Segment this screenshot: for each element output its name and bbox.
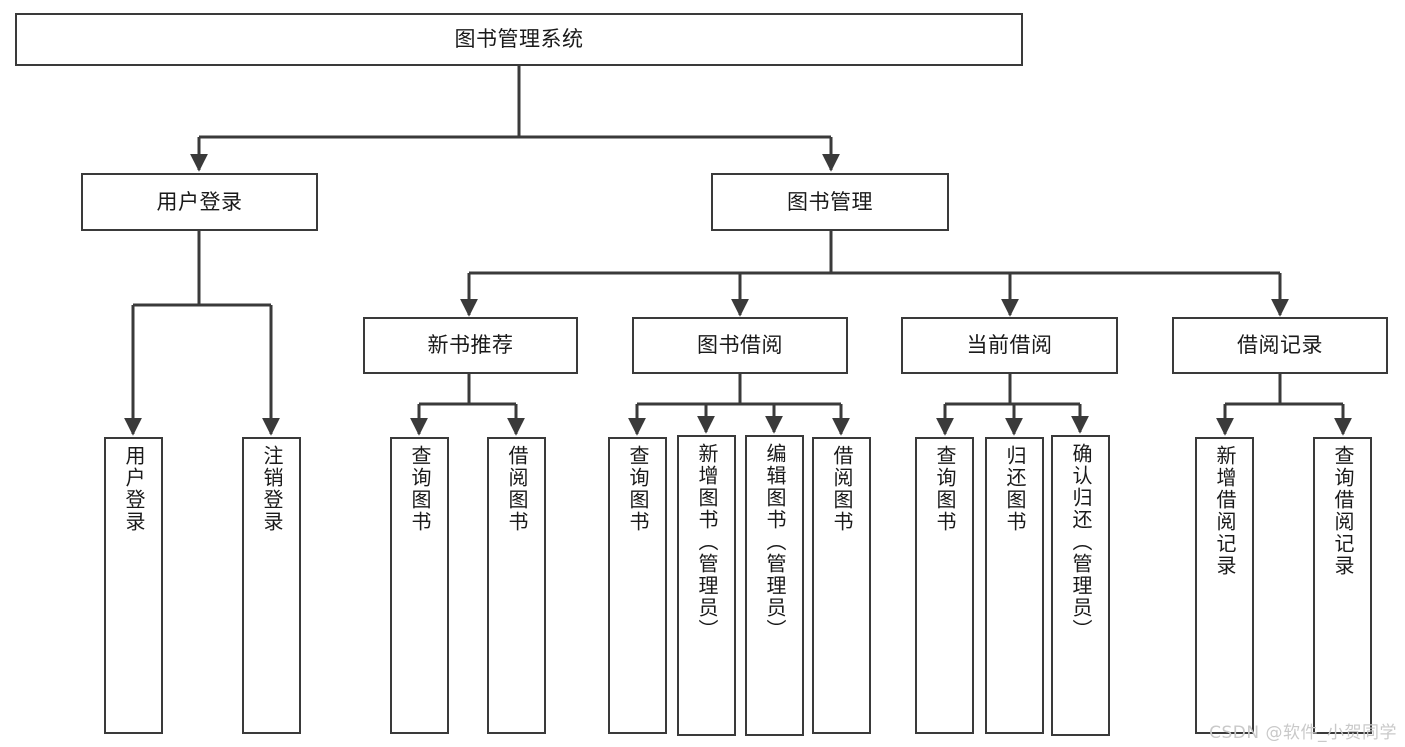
- node-leaf-query-book-3-label: 查询图书: [933, 445, 957, 533]
- node-borrow-record[interactable]: 借阅记录: [1172, 317, 1388, 374]
- node-new-book-recommend[interactable]: 新书推荐: [363, 317, 578, 374]
- node-leaf-return-book[interactable]: 归还图书: [985, 437, 1044, 734]
- node-current-borrow-label: 当前借阅: [966, 333, 1053, 358]
- node-leaf-borrow-book-1[interactable]: 借阅图书: [487, 437, 546, 734]
- node-user-login[interactable]: 用户登录: [81, 173, 318, 231]
- node-leaf-query-record-label: 查询借阅记录: [1331, 445, 1355, 577]
- node-leaf-query-record[interactable]: 查询借阅记录: [1313, 437, 1372, 734]
- node-leaf-query-book-1-label: 查询图书: [408, 445, 432, 533]
- node-book-borrow-label: 图书借阅: [697, 333, 783, 358]
- node-book-borrow[interactable]: 图书借阅: [632, 317, 848, 374]
- node-root[interactable]: 图书管理系统: [15, 13, 1023, 66]
- node-leaf-add-book[interactable]: 新增图书（管理员）: [677, 435, 736, 736]
- node-leaf-borrow-book-2-label: 借阅图书: [830, 445, 854, 533]
- node-leaf-add-record[interactable]: 新增借阅记录: [1195, 437, 1254, 734]
- node-user-login-label: 用户登录: [156, 189, 243, 214]
- node-leaf-user-login[interactable]: 用户登录: [104, 437, 163, 734]
- node-borrow-record-label: 借阅记录: [1237, 333, 1323, 358]
- node-root-label: 图书管理系统: [454, 27, 584, 52]
- node-leaf-query-book-1[interactable]: 查询图书: [390, 437, 449, 734]
- node-book-manage-label: 图书管理: [787, 189, 873, 214]
- node-leaf-edit-book[interactable]: 编辑图书（管理员）: [745, 435, 804, 736]
- node-leaf-user-login-label: 用户登录: [122, 445, 146, 533]
- node-leaf-return-book-label: 归还图书: [1003, 445, 1027, 533]
- node-leaf-borrow-book-1-label: 借阅图书: [505, 445, 529, 533]
- node-leaf-edit-book-label: 编辑图书（管理员）: [763, 443, 787, 641]
- node-new-book-recommend-label: 新书推荐: [427, 333, 514, 358]
- node-leaf-add-book-label: 新增图书（管理员）: [695, 443, 719, 641]
- node-leaf-query-book-2[interactable]: 查询图书: [608, 437, 667, 734]
- node-leaf-logout-login[interactable]: 注销登录: [242, 437, 301, 734]
- node-book-manage[interactable]: 图书管理: [711, 173, 949, 231]
- node-current-borrow[interactable]: 当前借阅: [901, 317, 1118, 374]
- csdn-watermark: CSDN @软件_小贺同学: [1209, 723, 1397, 743]
- node-leaf-confirm-return[interactable]: 确认归还（管理员）: [1051, 435, 1110, 736]
- node-leaf-borrow-book-2[interactable]: 借阅图书: [812, 437, 871, 734]
- node-leaf-query-book-2-label: 查询图书: [626, 445, 650, 533]
- node-leaf-add-record-label: 新增借阅记录: [1213, 445, 1237, 577]
- node-leaf-query-book-3[interactable]: 查询图书: [915, 437, 974, 734]
- node-leaf-logout-login-label: 注销登录: [260, 445, 284, 533]
- node-leaf-confirm-return-label: 确认归还（管理员）: [1069, 443, 1093, 641]
